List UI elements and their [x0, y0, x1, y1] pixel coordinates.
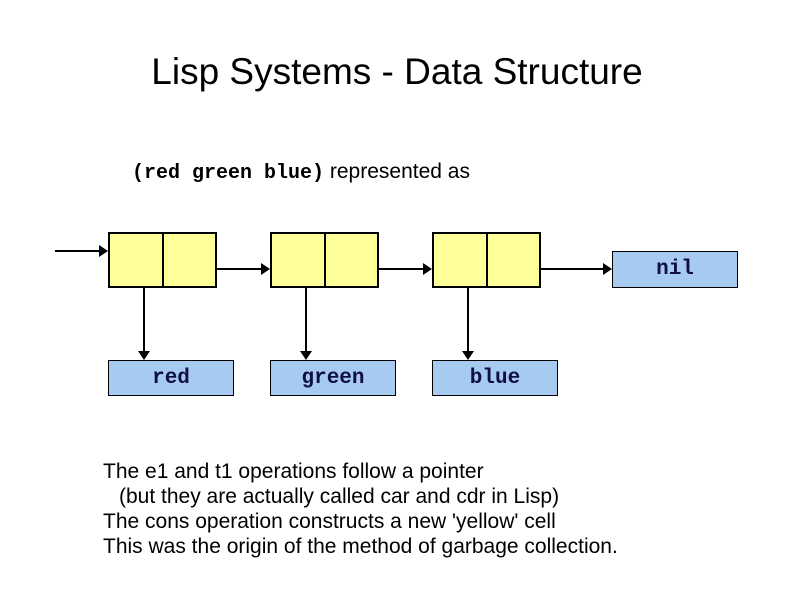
slide-title: Lisp Systems - Data Structure [151, 51, 643, 92]
entry-pointer-arrow [55, 245, 108, 257]
value-box-blue: blue [432, 360, 558, 396]
cons-cell-2-car-half [272, 234, 326, 286]
notes-block: The e1 and t1 operations follow a pointe… [103, 459, 618, 559]
nil-box: nil [612, 251, 738, 288]
car-pointer-arrow-3 [462, 288, 474, 360]
cons-cell-3-cdr-half [488, 234, 540, 286]
cons-cell-1-car-half [110, 234, 164, 286]
note-line-3: The cons operation constructs a new 'yel… [103, 510, 556, 533]
cons-cell-2-cdr-half [326, 234, 378, 286]
note-line-4: This was the origin of the method of gar… [103, 535, 618, 558]
cons-cell-3-car-half [434, 234, 488, 286]
cons-cell-3 [432, 232, 541, 288]
car-pointer-arrow-2 [300, 288, 312, 360]
expression-code: (red green blue) [132, 162, 325, 185]
expression-suffix: represented as [324, 160, 470, 183]
cdr-pointer-arrow-3 [540, 263, 612, 275]
value-box-green: green [270, 360, 396, 396]
note-line-1: The e1 and t1 operations follow a pointe… [103, 460, 484, 483]
expression-line: (red green blue) represented as [132, 160, 470, 186]
note-line-2: (but they are actually called car and cd… [119, 485, 560, 508]
car-pointer-arrow-1 [138, 288, 150, 360]
value-box-red: red [108, 360, 234, 396]
cons-cell-2 [270, 232, 379, 288]
cons-cell-1-cdr-half [164, 234, 216, 286]
cdr-pointer-arrow-1 [217, 263, 270, 275]
cons-cell-1 [108, 232, 217, 288]
cdr-pointer-arrow-2 [379, 263, 432, 275]
